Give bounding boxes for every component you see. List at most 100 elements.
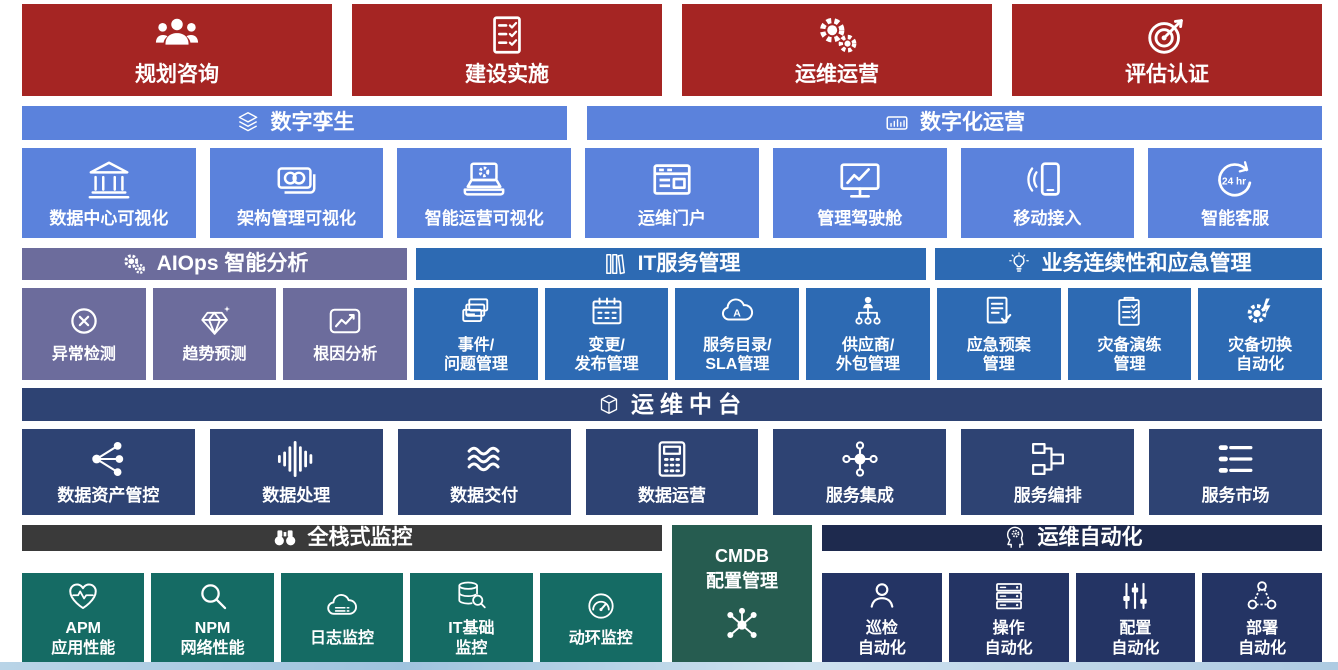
browser-icon: [649, 157, 695, 203]
gem-icon: [197, 303, 233, 339]
head-gear-icon: [1002, 525, 1028, 551]
svg-text:24 hr: 24 hr: [1222, 176, 1246, 187]
architecture-visualization: 架构管理可视化: [209, 148, 384, 238]
ops-middle-platform-label: 运维中台: [631, 390, 747, 417]
data-asset-management: 数据资产管控: [22, 429, 195, 515]
npm-network-performance-label: NPM 网络性能: [180, 620, 245, 657]
cmdb-cell: CMDB 配置管理: [672, 525, 812, 664]
it-service-management-label: IT服务管理: [637, 252, 741, 276]
trend-prediction-label: 趋势预测: [182, 346, 247, 364]
banners-row: 规划咨询建设实施 运维运营评估认证: [22, 4, 1322, 96]
people-group-icon: [154, 12, 200, 58]
intelligent-ops-visualization-label: 智能运营可视化: [424, 208, 544, 228]
operation-automation-label: 操作 自动化: [984, 620, 1033, 657]
data-asset-management-label: 数据资产管控: [57, 485, 160, 505]
assessment-certification: 评估认证: [1012, 4, 1322, 96]
anomaly-detection: 异常检测: [22, 288, 146, 380]
monitor-chart-icon: [837, 157, 883, 203]
configuration-automation-label: 配置 自动化: [1111, 620, 1160, 657]
cards-stack-icon: [458, 294, 494, 330]
change-release-management: 变更/ 发布管理: [544, 288, 669, 380]
nodes-molecule-icon: [839, 438, 881, 480]
incident-problem-management: 事件/ 问题管理: [414, 288, 538, 380]
gear-bolt-icon: [1242, 294, 1278, 330]
operations-management: 运维运营: [682, 4, 992, 96]
full-stack-monitoring: 全栈式监控: [22, 525, 662, 551]
ops-middle-platform-bar-row: 运维中台: [22, 388, 1322, 421]
planning-consulting: 规划咨询: [22, 4, 332, 96]
service-marketplace-label: 服务市场: [1201, 485, 1270, 505]
cloud-log-icon: [325, 589, 359, 623]
supplier-outsourcing-management-label: 供应商/ 外包管理: [836, 336, 901, 373]
checklist-icon: [484, 12, 530, 58]
share-network-icon: [87, 438, 129, 480]
it-infrastructure-monitoring-label: IT基础 监控: [448, 620, 495, 657]
intelligent-ops-visualization: 智能运营可视化: [397, 148, 572, 238]
dr-switch-automation-label: 灾备切换 自动化: [1228, 336, 1293, 373]
it-infrastructure-monitoring: IT基础 监控: [410, 573, 533, 664]
digital-twin-label: 数字孪生: [270, 111, 355, 135]
construction-implementation: 建设实施: [352, 4, 662, 96]
gauge-icon: [584, 589, 618, 623]
management-cockpit: 管理驾驶舱: [772, 148, 947, 238]
tier1-headers-row: 数字孪生 数字化运营: [22, 106, 1322, 140]
digital-twin: 数字孪生: [22, 106, 567, 140]
operation-automation: 操作 自动化: [948, 573, 1069, 664]
data-delivery-label: 数据交付: [450, 485, 519, 505]
flow-org-icon: [1027, 438, 1069, 480]
business-continuity-emergency-label: 业务连续性和应急管理: [1041, 252, 1252, 276]
business-continuity-emergency: 业务连续性和应急管理: [935, 248, 1322, 280]
env-power-monitoring: 动环监控: [539, 573, 662, 664]
list-bullets-icon: [1215, 438, 1257, 480]
digital-operations-label: 数字化运营: [920, 111, 1025, 135]
log-monitoring: 日志监控: [280, 573, 404, 664]
mobile-access-label: 移动接入: [1013, 208, 1082, 228]
ops-automation: 运维自动化: [822, 525, 1322, 551]
db-search-icon: [454, 579, 488, 613]
dr-drill-management: 灾备演练 管理: [1067, 288, 1192, 380]
change-release-management-label: 变更/ 发布管理: [574, 336, 639, 373]
cloud-a-icon: A: [719, 294, 755, 330]
org-people-icon: [850, 294, 886, 330]
laptop-gear-icon: [461, 157, 507, 203]
mobile-signal-icon: [1024, 157, 1070, 203]
gears-icon: [814, 12, 860, 58]
it-service-management: IT服务管理: [416, 248, 926, 280]
ops-automation-label: 运维自动化: [1037, 526, 1143, 550]
emergency-plan-management-label: 应急预案 管理: [966, 336, 1031, 373]
deploy-network-icon: [1245, 579, 1279, 613]
data-processing-label: 数据处理: [262, 485, 331, 505]
aiops-analysis-label: AIOps 智能分析: [156, 252, 309, 276]
supplier-outsourcing-management: 供应商/ 外包管理: [806, 288, 930, 380]
env-power-monitoring-label: 动环监控: [568, 629, 633, 647]
construction-implementation-label: 建设实施: [465, 63, 549, 87]
circle-x-icon: [66, 303, 102, 339]
cube-icon: [597, 393, 621, 417]
clipboard-check-icon: [1111, 294, 1147, 330]
inspection-automation-label: 巡检 自动化: [857, 620, 906, 657]
full-stack-monitoring-label: 全栈式监控: [307, 526, 413, 550]
deployment-automation-label: 部署 自动化: [1238, 620, 1287, 657]
binoculars-icon: [272, 525, 298, 551]
ops-middle-platform: 运维中台: [22, 388, 1322, 421]
cash-icon: [274, 157, 320, 203]
waveform-icon: [275, 438, 317, 480]
automation-header-cell: 运维自动化: [822, 525, 1322, 565]
service-catalog-sla-management-label: 服务目录/ SLA管理: [703, 336, 772, 373]
deployment-automation: 部署 自动化: [1202, 573, 1322, 664]
log-monitoring-label: 日志监控: [309, 629, 374, 647]
automation-blocks-row: 巡检 自动化 操作 自动化 配置 自动化 部署 自动化: [822, 573, 1322, 664]
dr-drill-management-label: 灾备演练 管理: [1097, 336, 1162, 373]
architecture-visualization-label: 架构管理可视化: [237, 208, 357, 228]
data-operations: 数据运营: [585, 429, 759, 515]
datacenter-visualization: 数据中心可视化: [22, 148, 196, 238]
service-catalog-sla-management: A 服务目录/ SLA管理: [675, 288, 800, 380]
digital-operations: 数字化运营: [587, 106, 1322, 140]
calculator-icon: [651, 438, 693, 480]
datacenter-visualization-label: 数据中心可视化: [49, 208, 169, 228]
data-processing: 数据处理: [209, 429, 383, 515]
ops-portal: 运维门户: [585, 148, 759, 238]
